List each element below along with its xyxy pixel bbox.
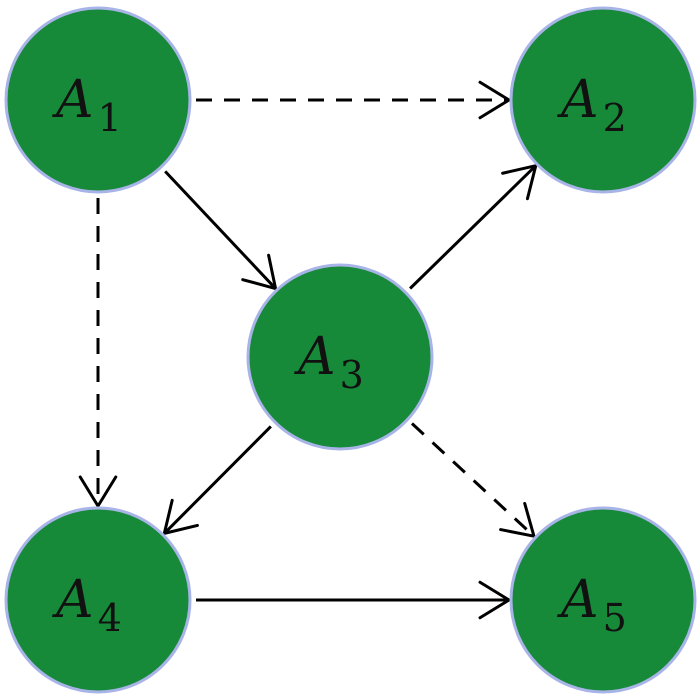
arrow-head-icon <box>501 164 538 201</box>
node-letter: A <box>52 570 94 630</box>
node-circle <box>4 6 192 194</box>
edge-a3-a5 <box>410 422 536 538</box>
edge-a4-a5 <box>196 580 511 620</box>
edge-a1-a3 <box>164 170 278 291</box>
node-subscript: 2 <box>603 96 627 140</box>
edge-line <box>164 170 277 290</box>
edge-a1-a4 <box>78 198 118 508</box>
arrow-head-icon <box>241 253 278 291</box>
edge-a3-a4 <box>162 425 272 535</box>
node-circle <box>4 506 192 694</box>
node-circle <box>509 6 697 194</box>
node-letter: A <box>557 70 599 130</box>
edge-a3-a2 <box>409 164 538 290</box>
arrow-head-icon <box>478 580 511 620</box>
arrow-head-icon <box>162 498 199 535</box>
node-letter: A <box>294 327 336 387</box>
node-subscript: 5 <box>603 596 627 640</box>
node-subscript: 4 <box>98 596 122 640</box>
edges-layer <box>78 80 538 620</box>
edge-a1-a2 <box>196 80 511 120</box>
node-subscript: 1 <box>98 96 122 140</box>
edge-line <box>163 425 272 535</box>
node-letter: A <box>52 70 94 130</box>
node-subscript: 3 <box>340 353 364 397</box>
arrow-head-icon <box>78 475 118 508</box>
edge-line <box>409 164 537 290</box>
edge-line <box>410 422 535 538</box>
node-circle <box>509 506 697 694</box>
arrow-head-icon <box>478 80 511 120</box>
node-circle <box>246 263 434 451</box>
node-letter: A <box>557 570 599 630</box>
arrow-head-icon <box>499 501 536 538</box>
